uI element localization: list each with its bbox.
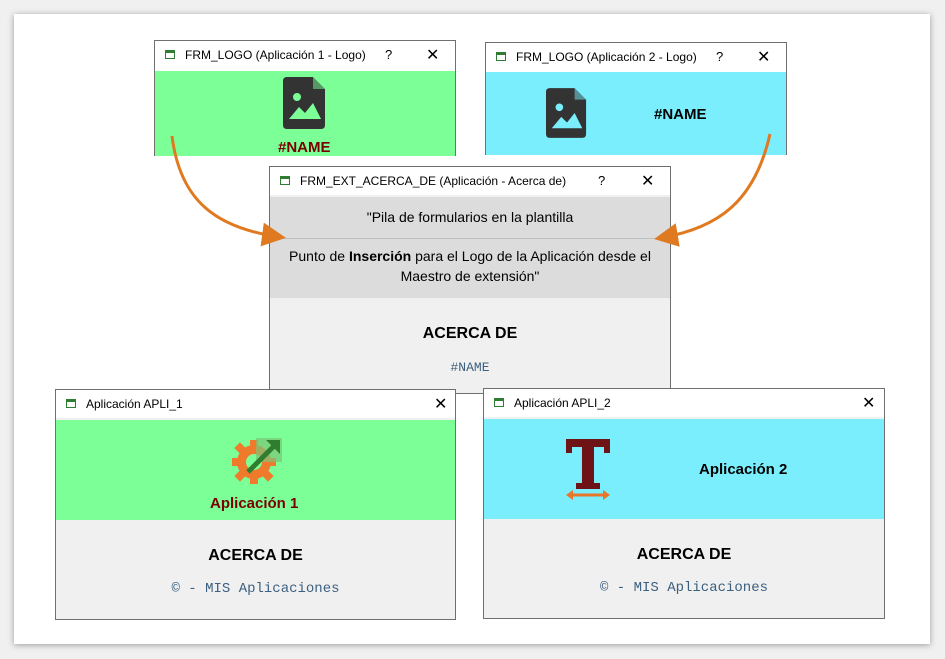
insertion-prefix: Punto de [289,248,349,264]
name-field: #NAME [654,106,707,123]
titlebar: Aplicación APLI_2 ✕ [484,389,884,417]
about-heading: ACERCA DE [208,547,303,564]
window-title: FRM_EXT_ACERCA_DE (Aplicación - Acerca d… [300,174,567,188]
form-stack-band: "Pila de formularios en la plantilla [270,197,670,239]
about-heading: ACERCA DE [422,325,518,342]
logo-pane: Aplicación 1 [56,420,455,520]
close-button[interactable]: ✕ [426,47,440,64]
app-name: Aplicación 2 [699,461,788,478]
stack-caption: "Pila de formularios en la plantilla [366,209,574,225]
name-field: #NAME [450,360,490,375]
window-icon [494,398,504,407]
window-title: Aplicación APLI_1 [86,397,183,411]
about-heading: ACERCA DE [636,546,732,563]
window-acerca-de-extension: FRM_EXT_ACERCA_DE (Aplicación - Acerca d… [269,166,671,394]
titlebar: FRM_EXT_ACERCA_DE (Aplicación - Acerca d… [270,167,670,195]
close-button[interactable]: ✕ [757,49,771,66]
help-button[interactable]: ? [598,173,606,188]
window-icon [496,52,506,61]
window-apli-2: Aplicación APLI_2 ✕ Aplicación 2 ACERCA … [483,388,885,619]
titlebar: FRM_LOGO (Aplicación 1 - Logo) ? ✕ [155,41,455,69]
logo-pane: Aplicación 2 [484,419,884,519]
window-icon [165,50,175,59]
help-button[interactable]: ? [385,47,393,62]
help-button[interactable]: ? [716,49,724,64]
insertion-caption-line2: Maestro de extensión" [400,268,540,284]
close-button[interactable]: ✕ [862,395,876,412]
letter-t-logo-icon [566,439,610,500]
logo-pane: #NAME [486,72,786,155]
insertion-caption-line1: Punto de Inserción para el Logo de la Ap… [270,246,670,266]
titlebar: FRM_LOGO (Aplicación 2 - Logo) ? ✕ [486,43,786,71]
close-button[interactable]: ✕ [434,396,448,413]
window-apli-1: Aplicación APLI_1 ✕ Aplicación 1 ACERCA … [55,389,456,620]
window-logo-app1: FRM_LOGO (Aplicación 1 - Logo) ? ✕ #NAME [154,40,456,156]
window-icon [66,399,76,408]
window-logo-app2: FRM_LOGO (Aplicación 2 - Logo) ? ✕ #NAME [485,42,787,155]
arrow-logo1-to-insertion [170,135,286,247]
image-placeholder-icon [546,88,587,138]
copyright-footer: © - MIS Aplicaciones [599,580,769,596]
titlebar: Aplicación APLI_1 ✕ [56,390,455,418]
close-button[interactable]: ✕ [641,173,655,190]
app-name: Aplicación 1 [210,495,299,512]
window-title: FRM_LOGO (Aplicación 2 - Logo) [516,50,697,64]
window-title: Aplicación APLI_2 [514,396,611,410]
arrow-logo2-to-insertion [654,133,772,247]
copyright-footer: © - MIS Aplicaciones [171,581,340,597]
gear-arrow-logo-icon [232,438,282,484]
logo-pane: #NAME [155,71,455,156]
window-icon [280,176,290,185]
window-title: FRM_LOGO (Aplicación 1 - Logo) [185,48,366,62]
insertion-keyword: Inserción [348,248,412,264]
image-placeholder-icon [283,77,325,129]
name-field: #NAME [278,139,331,156]
insertion-point-band: Punto de Inserción para el Logo de la Ap… [270,239,670,298]
insertion-suffix: para el Logo de la Aplicación desde el [411,248,651,264]
